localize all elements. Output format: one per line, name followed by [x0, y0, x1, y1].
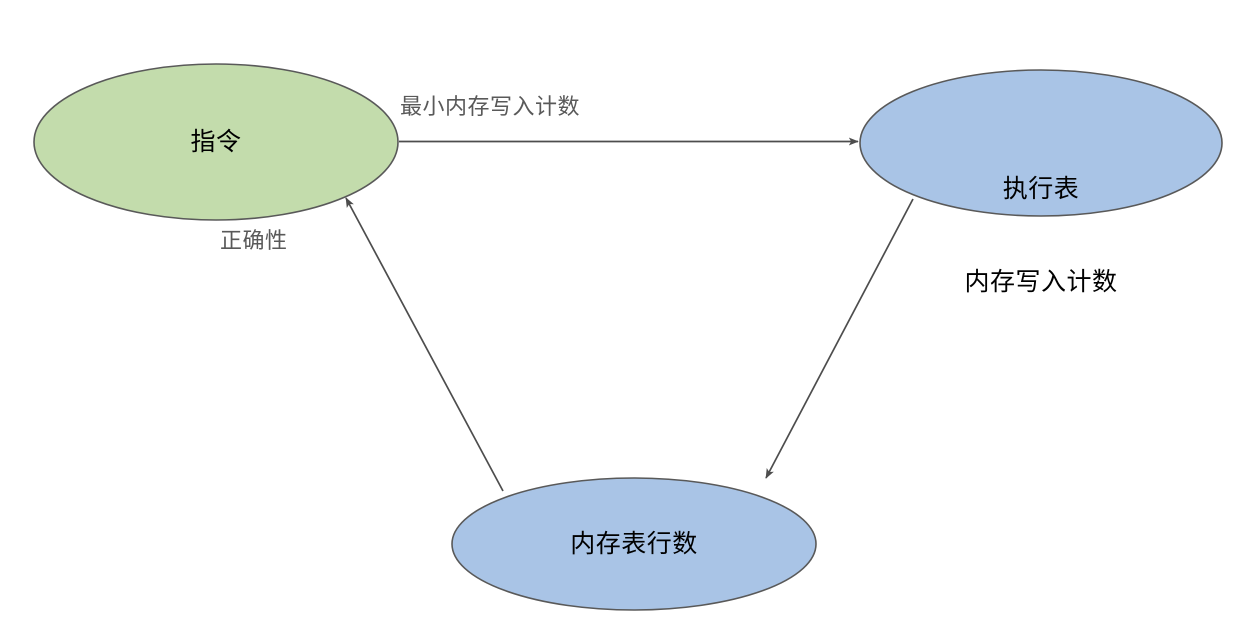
node-mem-table-row-count[interactable] [451, 477, 817, 611]
edge-correctness [345, 197, 504, 492]
edge-label-correctness: 正确性 [220, 228, 288, 253]
edge-exec-to-mem-rows [765, 198, 914, 479]
node-exec-table-mem-write-count[interactable] [859, 69, 1223, 217]
node-instruction[interactable] [33, 63, 399, 221]
edge-label-min-mem-write-count: 最小内存写入计数 [400, 94, 581, 119]
